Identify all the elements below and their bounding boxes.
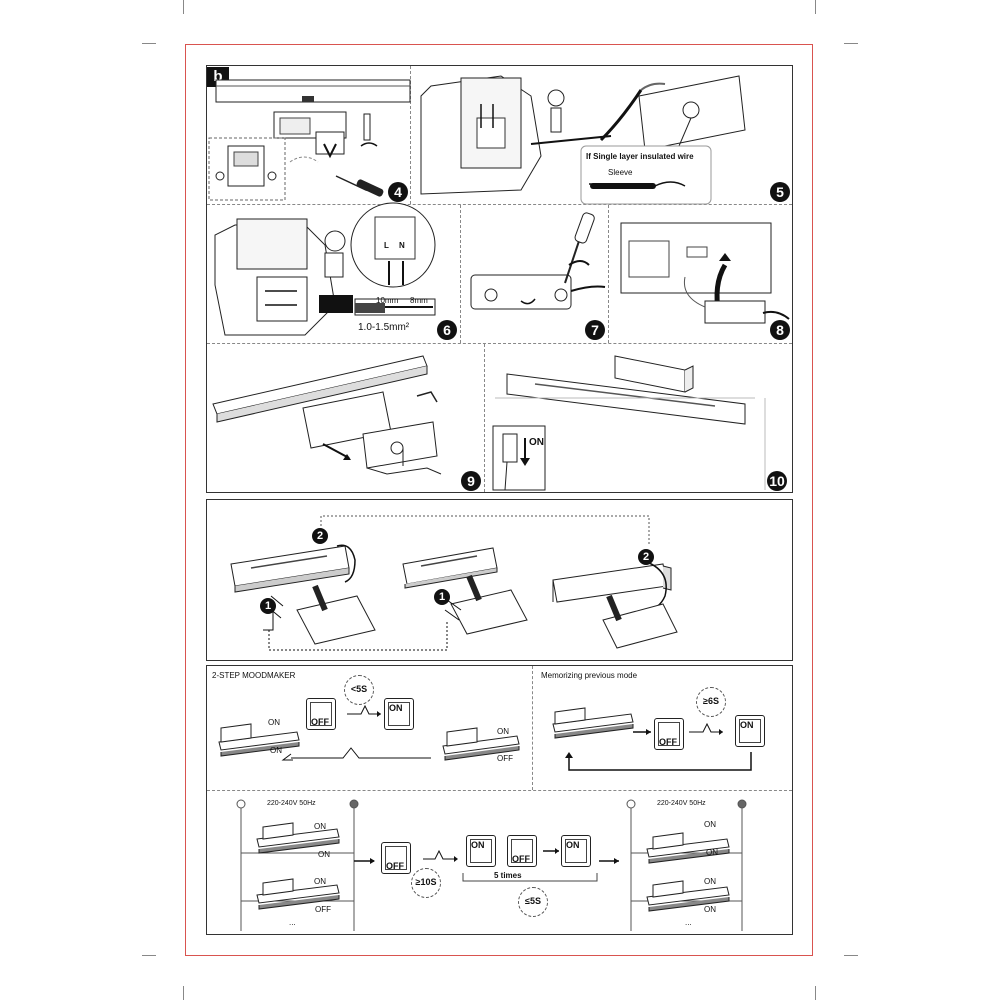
step-10-badge: 10 <box>767 471 787 491</box>
rotation-step-2a: 2 <box>312 528 328 544</box>
timer-10s: ≥10S <box>411 868 441 898</box>
reset-right-ellipsis: ... <box>685 918 692 927</box>
reset-left-on-3: ON <box>314 877 326 886</box>
memorize-switch-on: ON <box>735 715 765 747</box>
divider <box>608 205 609 343</box>
reset-left-off-3: OFF <box>315 905 331 914</box>
timer-under-5s-reset: ≤5S <box>518 887 548 917</box>
step-4-badge: 4 <box>388 182 408 202</box>
sleeve-label: Sleeve <box>608 168 633 177</box>
moodmaker-title: 2-STEP MOODMAKER <box>212 671 296 680</box>
voltage-left: 220-240V 50Hz <box>267 800 316 807</box>
rotation-step-1a: 1 <box>260 598 276 614</box>
lamp-on-label-2: ON <box>270 746 282 755</box>
timer-under-5s: <5S <box>344 675 374 705</box>
lamp2-off-label: OFF <box>497 754 513 763</box>
step10-illustration <box>492 355 766 491</box>
reset-seq-off: OFF <box>507 835 537 867</box>
reset-left-on-2: ON <box>318 850 330 859</box>
step4-illustration <box>208 79 411 201</box>
crop-mark <box>815 986 816 1000</box>
repeat-count-label: 5 times <box>494 871 522 880</box>
crop-mark <box>183 986 184 1000</box>
voltage-right: 220-240V 50Hz <box>657 800 706 807</box>
strip-length-10mm: 10mm <box>376 296 399 305</box>
divider <box>207 204 792 205</box>
wire-gauge-label: 1.0-1.5mm² <box>358 322 410 333</box>
crop-mark <box>844 955 858 956</box>
memorize-switch-off: OFF <box>654 718 684 750</box>
memorize-illustration <box>552 707 752 771</box>
divider <box>460 205 461 343</box>
step-7-badge: 7 <box>585 320 605 340</box>
step-6-badge: 6 <box>437 320 457 340</box>
reset-illustration <box>236 799 747 931</box>
step-8-badge: 8 <box>770 320 790 340</box>
crop-mark <box>183 0 184 14</box>
step6-illustration <box>214 202 436 336</box>
switch-on-label: ON <box>529 437 544 448</box>
moodmaker-switch-off: OFF <box>306 698 336 730</box>
neutral-terminal-label: N <box>399 241 405 250</box>
step9-illustration <box>212 355 442 475</box>
reset-switch-off: OFF <box>381 842 411 874</box>
step5-illustration <box>420 75 746 205</box>
reset-right-on-1: ON <box>704 820 716 829</box>
lamp2-on-label: ON <box>497 727 509 736</box>
reset-seq-on-1: ON <box>466 835 496 867</box>
divider <box>532 666 533 790</box>
moodmaker-switch-on: ON <box>384 698 414 730</box>
moodmaker-illustration <box>218 704 520 761</box>
divider <box>207 343 792 344</box>
crop-mark <box>815 0 816 14</box>
divider <box>207 790 792 791</box>
step-9-badge: 9 <box>461 471 481 491</box>
step7-illustration <box>470 212 606 310</box>
crop-mark <box>142 955 156 956</box>
lamp-on-label: ON <box>268 718 280 727</box>
crop-mark <box>844 43 858 44</box>
rotation-step-2b: 2 <box>638 549 654 565</box>
reset-right-on-2: ON <box>706 848 718 857</box>
reset-left-on-1: ON <box>314 822 326 831</box>
page-frame <box>185 44 813 956</box>
timer-6s: ≥6S <box>696 687 726 717</box>
divider <box>410 66 411 204</box>
rotation-step-1b: 1 <box>434 589 450 605</box>
step8-illustration <box>620 222 790 324</box>
single-layer-note: If Single layer insulated wire <box>586 152 694 161</box>
divider <box>484 344 485 492</box>
reset-seq-on-2: ON <box>561 835 591 867</box>
crop-mark <box>142 43 156 44</box>
rotation-illustration <box>230 515 678 651</box>
reset-right-on-3: ON <box>704 877 716 886</box>
strip-length-8mm: 8mm <box>410 296 428 305</box>
reset-right-on-4: ON <box>704 905 716 914</box>
memorize-title: Memorizing previous mode <box>541 671 638 680</box>
reset-left-ellipsis: ... <box>289 918 296 927</box>
live-terminal-label: L <box>384 241 389 250</box>
step-5-badge: 5 <box>770 182 790 202</box>
